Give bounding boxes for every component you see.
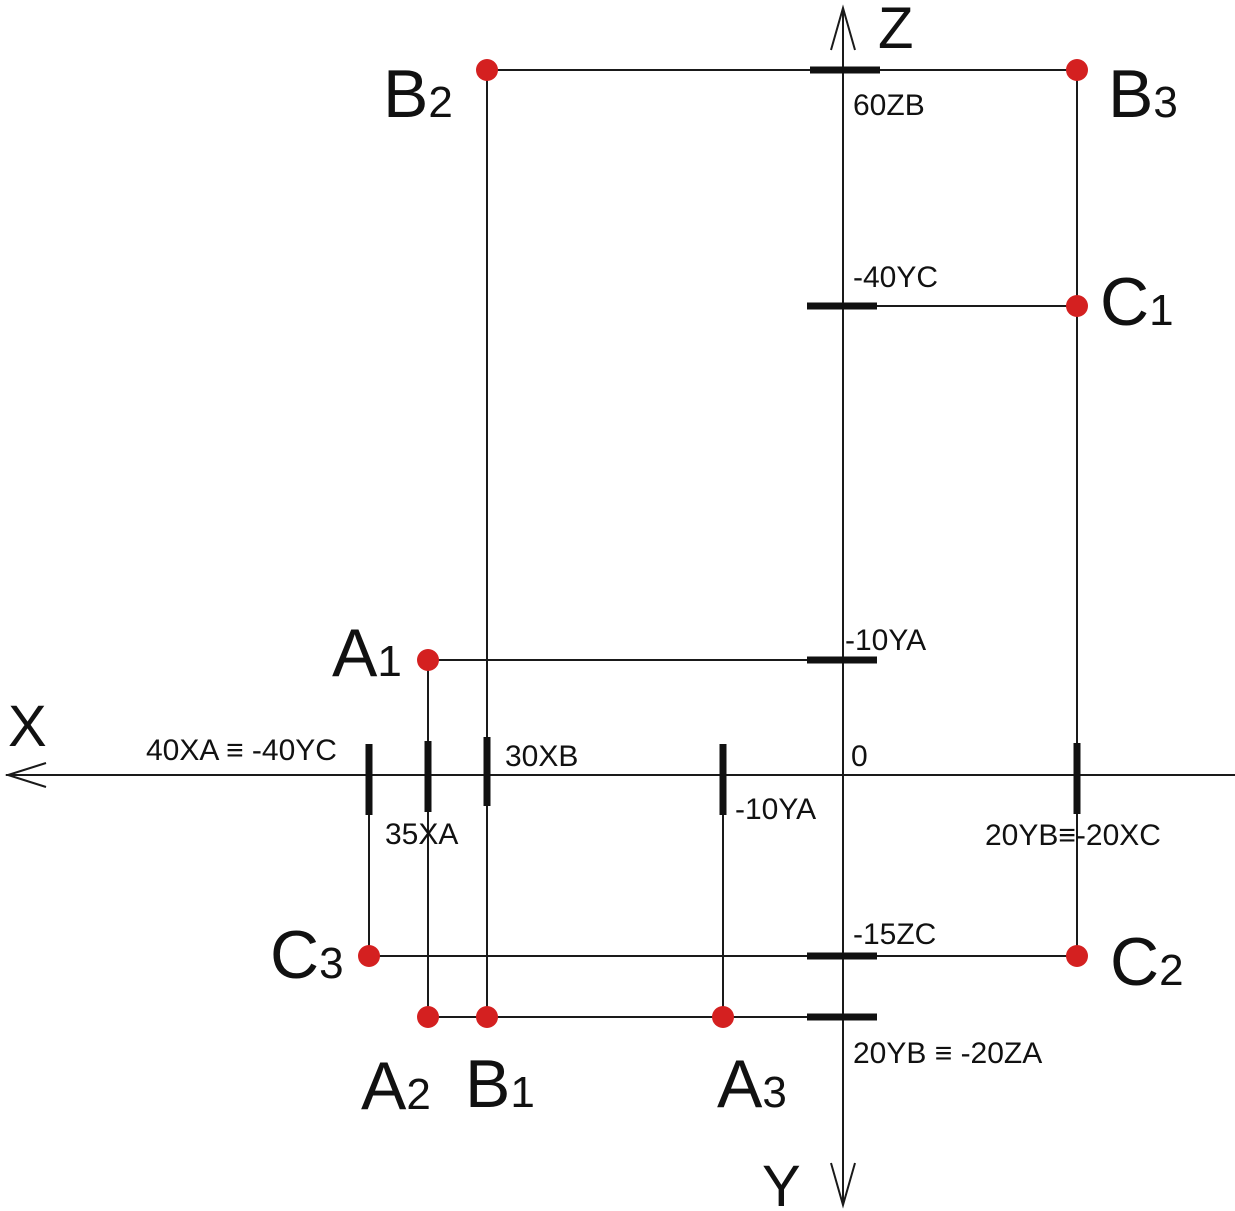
z-axis-arrow-icon bbox=[830, 4, 856, 51]
point-c3 bbox=[358, 945, 380, 967]
label-c1: C1 bbox=[1100, 264, 1174, 340]
point-c1 bbox=[1066, 295, 1088, 317]
label-b3: B3 bbox=[1108, 56, 1178, 132]
tick-label-neg10ya-z: -10YA bbox=[845, 624, 926, 657]
x-axis-arrow-icon bbox=[4, 762, 47, 788]
tick-label-20yb-neg20xc: 20YB≡-20XC bbox=[985, 819, 1161, 852]
y-axis-arrow-icon bbox=[830, 1162, 856, 1209]
point-b2 bbox=[476, 59, 498, 81]
point-c2 bbox=[1066, 945, 1088, 967]
z-axis-label: Z bbox=[878, 0, 913, 61]
label-a1: A1 bbox=[332, 615, 402, 691]
tick-label-neg10ya-x: -10YA bbox=[735, 793, 816, 826]
label-a2: A2 bbox=[361, 1048, 431, 1124]
tick-label-neg40yc: -40YC bbox=[853, 261, 938, 294]
label-b2: B2 bbox=[383, 56, 453, 132]
tick-label-neg15zc: -15ZC bbox=[853, 918, 936, 951]
tick-label-30xb: 30XB bbox=[505, 740, 578, 773]
tick-label-20yb-neg20za: 20YB ≡ -20ZA bbox=[853, 1037, 1042, 1070]
tick-label-35xa: 35XA bbox=[385, 818, 458, 851]
point-a2 bbox=[417, 1006, 439, 1028]
label-b1: B1 bbox=[465, 1046, 535, 1122]
point-a3 bbox=[712, 1006, 734, 1028]
y-axis-label: Y bbox=[762, 1154, 801, 1211]
point-b1 bbox=[476, 1006, 498, 1028]
tick-label-60zb: 60ZB bbox=[853, 89, 925, 122]
origin-label: 0 bbox=[851, 740, 868, 773]
label-a3: A3 bbox=[717, 1046, 787, 1122]
point-b3 bbox=[1066, 59, 1088, 81]
label-c2: C2 bbox=[1110, 924, 1184, 1000]
point-a1 bbox=[417, 649, 439, 671]
x-axis-label: X bbox=[8, 694, 47, 759]
label-c3: C3 bbox=[270, 917, 344, 993]
tick-label-40xa-neg40yc: 40XA ≡ -40YC bbox=[146, 734, 337, 767]
